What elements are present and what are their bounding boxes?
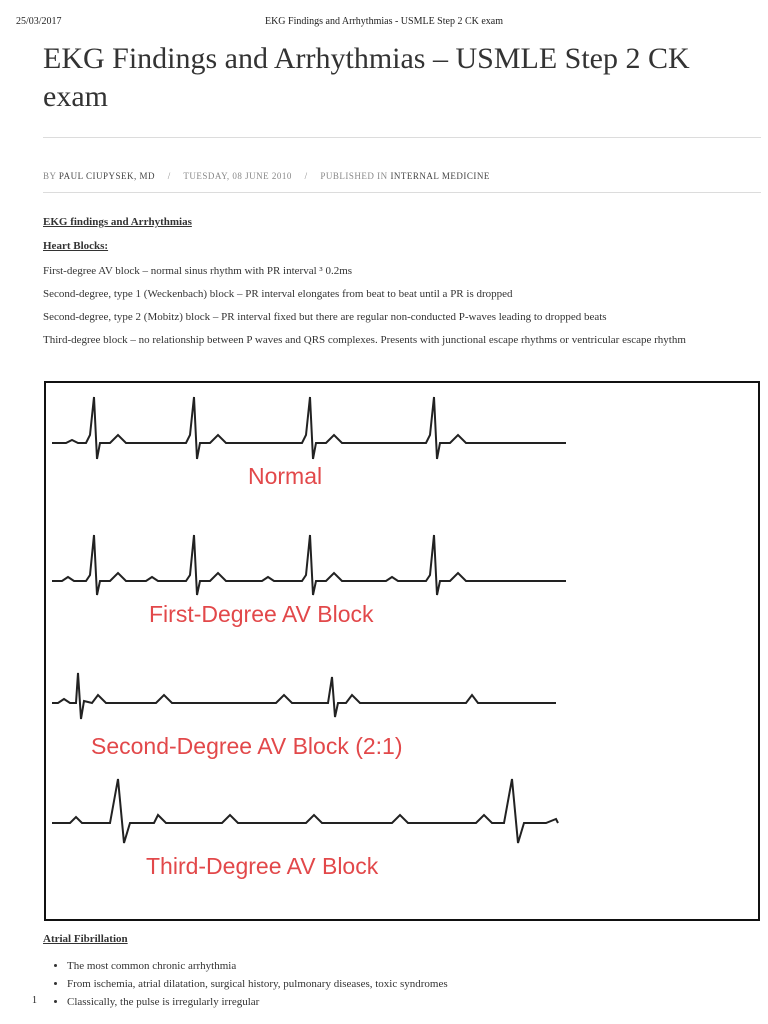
paragraph-second-degree-type2: Second-degree, type 2 (Mobitz) block – P… (43, 311, 607, 323)
list-item: Classically, the pulse is irregularly ir… (67, 993, 767, 1011)
ekg-label-normal: Normal (248, 463, 323, 489)
paragraph-second-degree-type1: Second-degree, type 1 (Weckenbach) block… (43, 288, 513, 300)
atrial-fib-list: The most common chronic arrhythmia From … (43, 957, 767, 1011)
list-item: The most common chronic arrhythmia (67, 957, 767, 975)
print-header: 25/03/2017 EKG Findings and Arrhythmias … (0, 16, 768, 30)
ekg-traces (52, 396, 566, 844)
author-link[interactable]: PAUL CIUPYSEK, MD (58, 171, 156, 181)
meta-published-prefix: PUBLISHED IN (320, 171, 388, 181)
meta-divider (43, 192, 761, 193)
list-item: From ischemia, atrial dilatation, surgic… (67, 975, 767, 993)
meta-date: TUESDAY, 08 JUNE 2010 (183, 171, 292, 181)
ekg-trace-first-degree (52, 534, 566, 596)
article-meta: BY PAUL CIUPYSEK, MD / TUESDAY, 08 JUNE … (43, 171, 761, 181)
ekg-figure: Normal First-Degree AV Block Second-Degr… (44, 381, 760, 921)
section-title-link[interactable]: EKG findings and Arrhythmias (43, 216, 192, 228)
page-title: EKG Findings and Arrhythmias – USMLE Ste… (43, 42, 690, 113)
ekg-trace-normal (52, 396, 566, 460)
atrial-fib-heading: Atrial Fibrillation (43, 933, 128, 945)
heart-blocks-heading: Heart Blocks: (43, 240, 109, 252)
title-divider (43, 137, 761, 138)
ekg-label-first-degree: First-Degree AV Block (149, 601, 374, 627)
meta-separator: / (304, 171, 308, 181)
ekg-trace-third-degree (52, 778, 559, 844)
print-title: EKG Findings and Arrhythmias - USMLE Ste… (264, 16, 504, 27)
meta-by-prefix: BY (43, 171, 57, 181)
paragraph-third-degree: Third-degree block – no relationship bet… (43, 334, 686, 346)
paragraph-first-degree: First-degree AV block – normal sinus rhy… (43, 265, 353, 277)
category-link[interactable]: INTERNAL MEDICINE (390, 171, 490, 181)
ekg-trace-second-degree (52, 672, 556, 720)
meta-separator: / (167, 171, 171, 181)
ekg-label-second-degree: Second-Degree AV Block (2:1) (91, 733, 403, 759)
print-date: 25/03/2017 (16, 16, 62, 27)
page-number: 1 (32, 995, 37, 1006)
ekg-label-third-degree: Third-Degree AV Block (146, 853, 379, 879)
